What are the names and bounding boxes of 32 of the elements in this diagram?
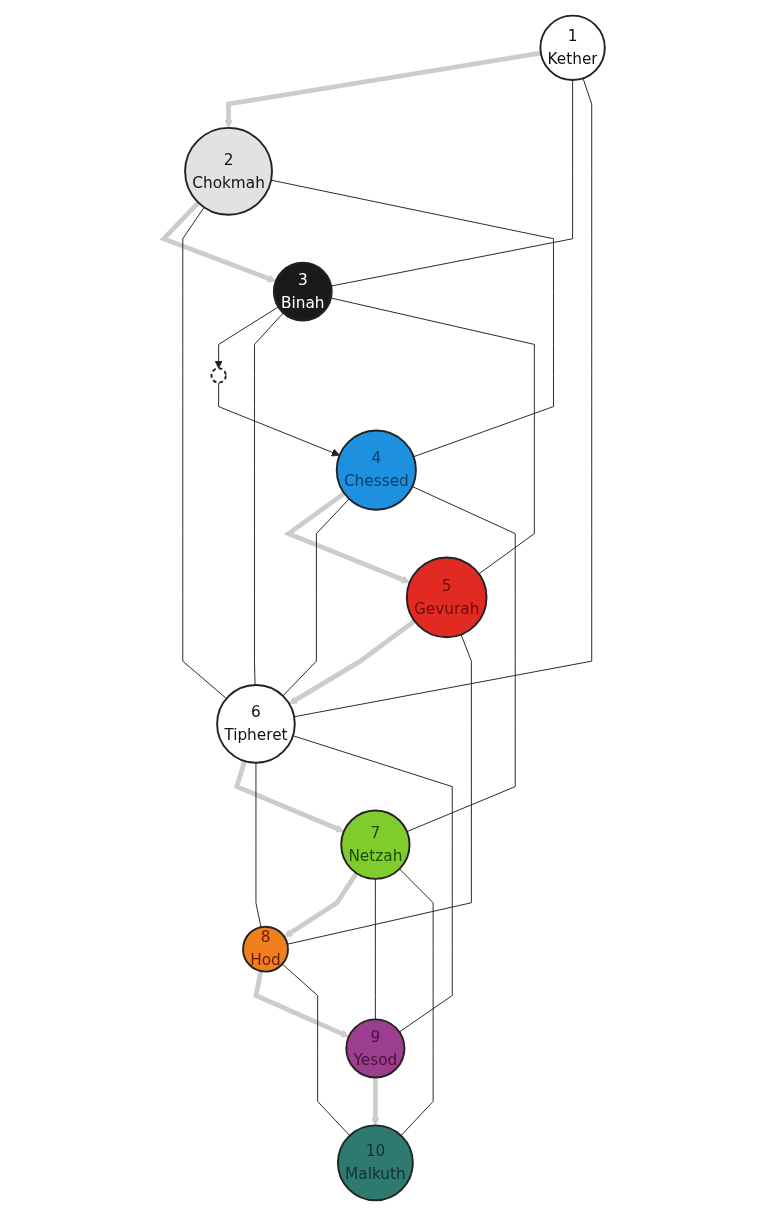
- connector: [398, 868, 434, 1137]
- node-circle: 8 Hod: [241, 925, 289, 973]
- arrow: [288, 619, 416, 705]
- node-circle: 3 Binah: [272, 261, 333, 322]
- connector: [282, 498, 350, 697]
- connector: [406, 486, 516, 833]
- arrow: [224, 50, 541, 129]
- connector: [330, 297, 535, 575]
- arrow: [283, 491, 410, 584]
- connector: [281, 963, 350, 1137]
- node-circle: 2 Chokmah: [183, 126, 273, 216]
- connector: [293, 77, 592, 718]
- node-circle: 10 Malkuth: [336, 1124, 414, 1202]
- connector: [286, 634, 472, 945]
- arrow: [283, 871, 359, 938]
- connector: [255, 762, 262, 928]
- arrow: [370, 1077, 380, 1126]
- connector: [330, 79, 573, 287]
- node-circle: 1 Kether: [539, 14, 606, 82]
- arrow: [159, 201, 276, 283]
- connector: [182, 206, 227, 700]
- connector: [253, 312, 284, 686]
- node-circle: [210, 367, 227, 384]
- arrow: [233, 760, 345, 833]
- node-circle: 6 Tipheret: [215, 684, 296, 764]
- connector: [374, 878, 376, 1020]
- connector: [292, 735, 453, 1033]
- node-circle: 7 Netzah: [340, 809, 411, 880]
- arrow: [252, 970, 349, 1038]
- node-circle: 9 Yesod: [345, 1018, 406, 1079]
- node-circle: 4 Chessed: [335, 429, 417, 511]
- node-circle: 5 Gevurah: [405, 556, 488, 639]
